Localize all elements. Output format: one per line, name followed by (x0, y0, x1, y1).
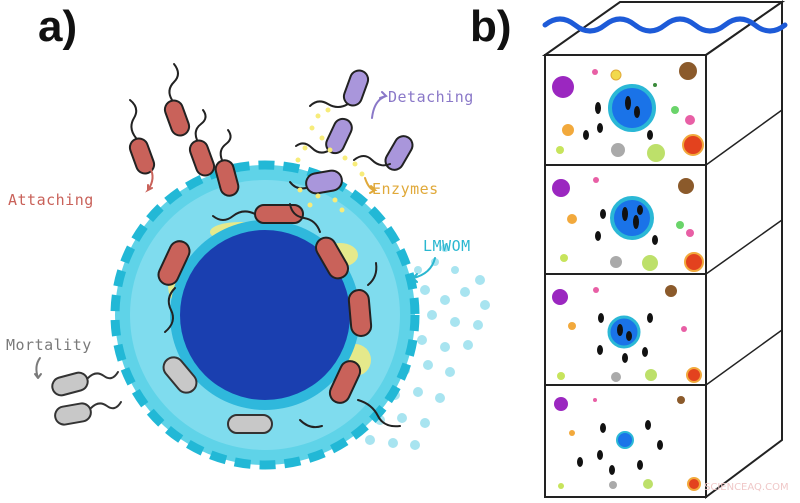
panel-label-b: b) (470, 2, 512, 51)
label-lmwom: LMWOM (423, 237, 471, 255)
detaching-arrow-icon (371, 91, 388, 119)
watermark: SCIENCEAQ.COM (704, 482, 789, 493)
water-column-diagram (541, 0, 788, 499)
label-arrows (34, 91, 436, 379)
enzyme-dots (295, 107, 365, 213)
detaching-flagella (289, 100, 391, 190)
panel-label-a: a) (38, 2, 78, 51)
column-side-face (705, 0, 783, 499)
particle-diagram (34, 63, 490, 470)
box-3-content (552, 285, 702, 383)
box-2-content (552, 177, 704, 272)
label-enzymes: Enzymes (372, 180, 439, 198)
enzymes-arrow-icon (364, 177, 378, 194)
approaching-flagella (129, 63, 232, 161)
dead-bacteria-on-particle (162, 356, 273, 434)
label-mortality: Mortality (6, 336, 92, 354)
dead-bacteria-free (51, 371, 92, 426)
attaching-arrow-icon (145, 167, 154, 193)
approaching-bacteria (128, 99, 240, 197)
dead-flagella (87, 371, 122, 410)
particle-core (180, 230, 350, 400)
label-detaching: Detaching (388, 88, 474, 106)
attached-bacteria (157, 204, 373, 404)
detaching-bacteria (305, 69, 414, 195)
label-attaching: Attaching (8, 191, 94, 209)
box-4-content (554, 396, 701, 491)
attached-flagella (164, 203, 401, 429)
lmwom-arrow-icon (409, 257, 436, 283)
column-side-dividers (705, 109, 783, 386)
box-1-content (552, 62, 704, 162)
water-surface-wave (542, 16, 788, 34)
mortality-arrow-icon (34, 357, 42, 379)
